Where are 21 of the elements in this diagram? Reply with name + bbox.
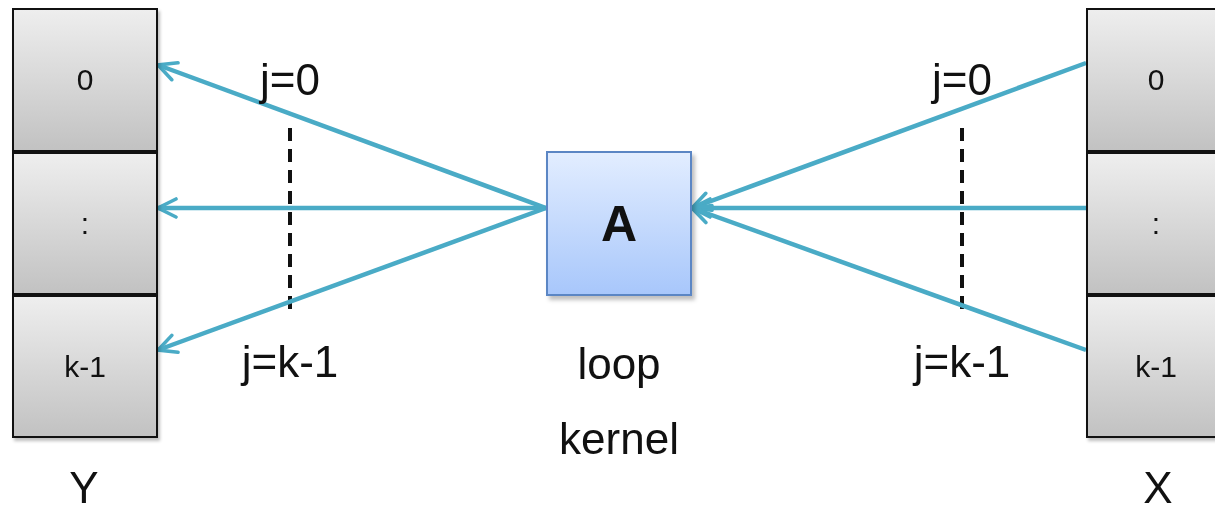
- index-label: :: [1151, 206, 1161, 241]
- loop-index-label: j=0: [260, 58, 320, 102]
- array-name: X: [1143, 466, 1173, 509]
- array-name: Y: [69, 466, 99, 509]
- index-label: 0: [76, 63, 94, 97]
- loop-index-label: j=k-1: [241, 340, 339, 384]
- array-cell: [12, 8, 158, 152]
- array-cell: [12, 295, 158, 438]
- index-label: :: [80, 206, 90, 241]
- array-cell: [1086, 8, 1215, 152]
- loop-index-label: j=k-1: [913, 340, 1011, 384]
- index-label: k-1: [64, 349, 106, 384]
- index-label: k-1: [1135, 349, 1177, 384]
- array-cell: [1086, 152, 1215, 295]
- kernel-box: [546, 151, 692, 296]
- loop-index-label: j=0: [932, 58, 992, 102]
- index-label: 0: [1147, 63, 1165, 97]
- kernel-label: A: [600, 194, 638, 253]
- kernel-caption: loop kernel: [558, 338, 680, 465]
- array-cell: [1086, 295, 1215, 438]
- array-cell: [12, 152, 158, 295]
